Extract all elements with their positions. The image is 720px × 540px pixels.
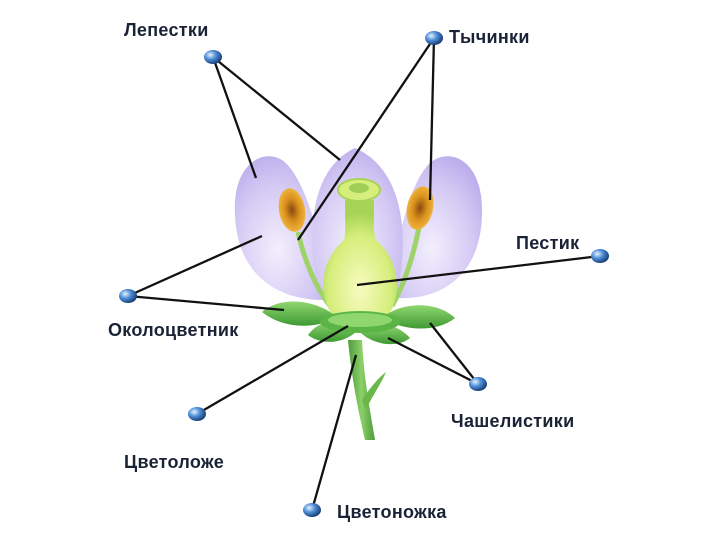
- endpoint-dots: [119, 31, 609, 517]
- label-pistil: Пестик: [516, 233, 580, 253]
- label-stamens: Тычинки: [449, 27, 530, 47]
- stem: [348, 340, 386, 440]
- leader-line: [428, 37, 436, 201]
- label-receptacle: Цветоложе: [124, 452, 225, 472]
- leader-line: [127, 234, 263, 298]
- sepals: [262, 301, 455, 345]
- leader-line: [297, 37, 435, 241]
- pistil: [323, 178, 397, 327]
- leader-line: [127, 294, 285, 312]
- leader-line: [356, 254, 601, 287]
- leader-line: [211, 56, 258, 179]
- leader-line: [196, 325, 349, 415]
- leader-line: [387, 336, 479, 386]
- leader-line: [429, 322, 479, 385]
- endpoint-dot: [469, 377, 487, 391]
- label-perianth: Околоцветник: [108, 320, 239, 340]
- endpoint-dot: [204, 50, 222, 64]
- endpoint-dot: [188, 407, 206, 421]
- label-pedicel: Цветоножка: [337, 502, 447, 522]
- label-sepals: Чашелистики: [451, 411, 575, 431]
- leader-lines: [127, 37, 601, 511]
- endpoint-dot: [425, 31, 443, 45]
- leader-line: [310, 354, 358, 511]
- label-petals: Лепестки: [124, 20, 209, 40]
- endpoint-dot: [591, 249, 609, 263]
- endpoint-dot: [303, 503, 321, 517]
- leader-line: [212, 56, 341, 161]
- endpoint-dot: [119, 289, 137, 303]
